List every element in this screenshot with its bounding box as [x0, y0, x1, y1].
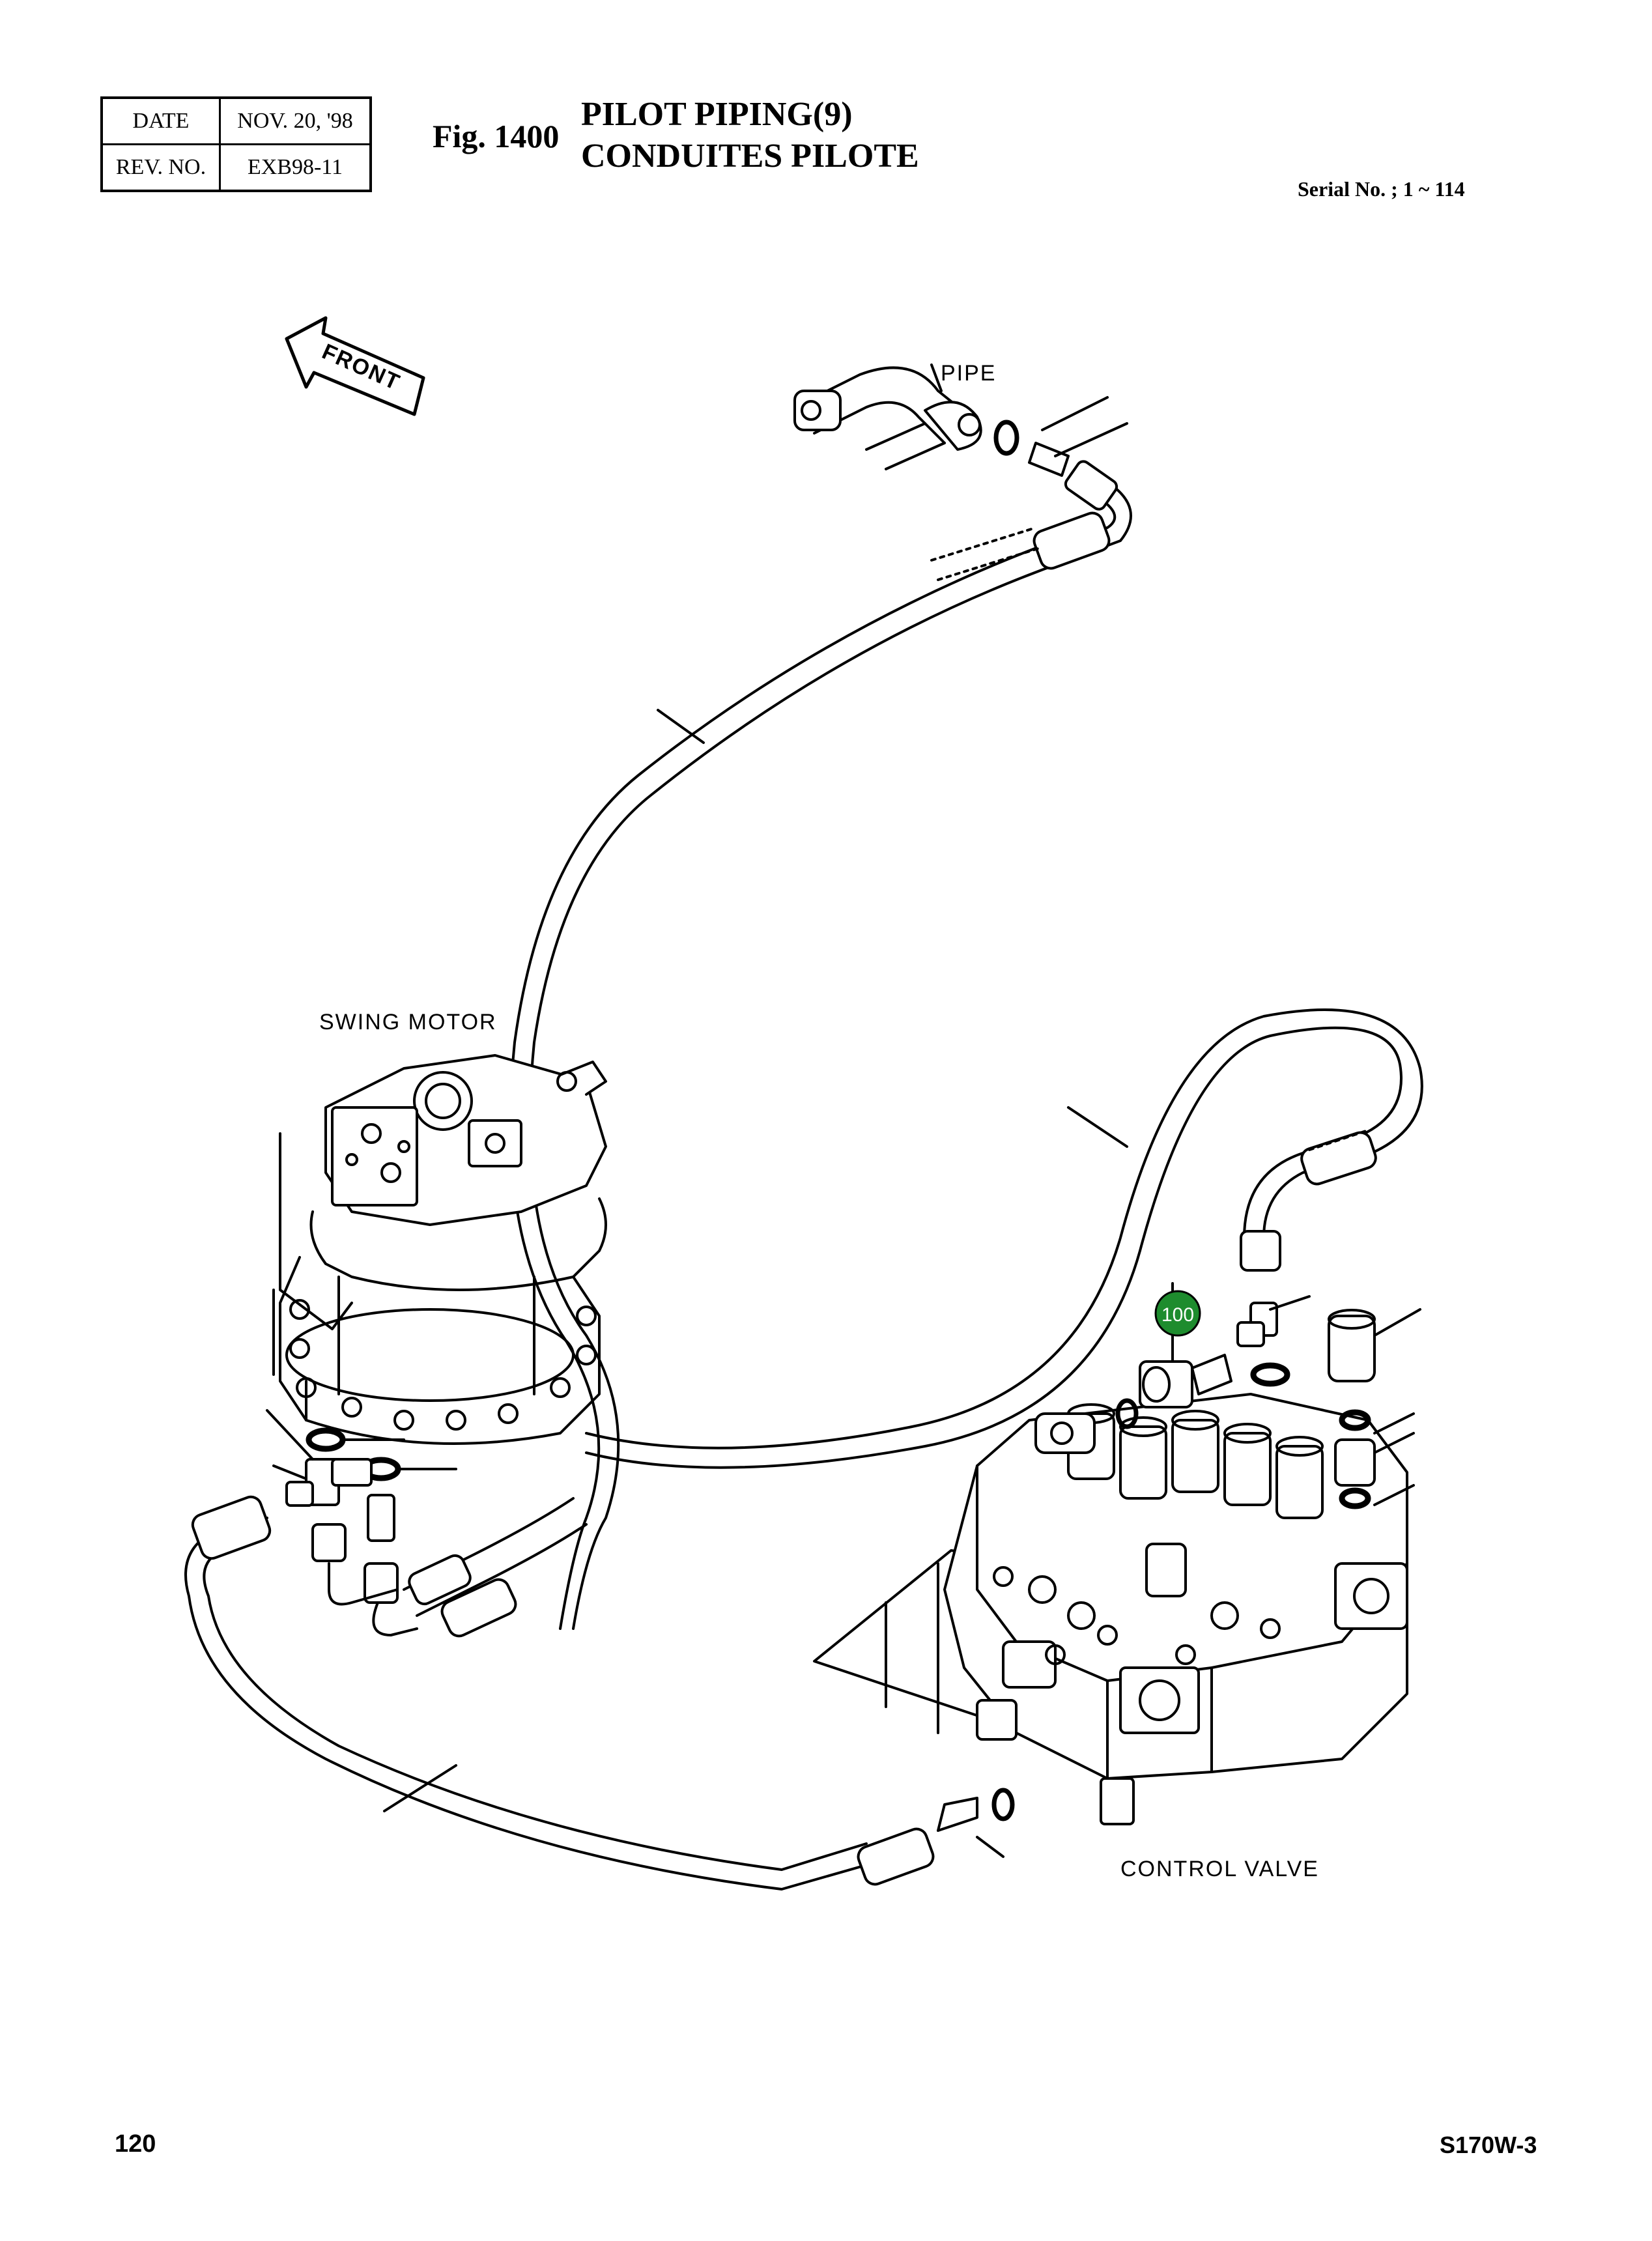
upper-hose — [509, 460, 1132, 1630]
lower-hose — [184, 1495, 1015, 1891]
page-number: 120 — [115, 2130, 156, 2158]
serial-range: Serial No. ; 1 ~ 114 — [1298, 177, 1465, 201]
rev-value: EXB98-11 — [219, 143, 372, 192]
date-value: NOV. 20, '98 — [219, 96, 372, 145]
control-valve-label: CONTROL VALVE — [1120, 1857, 1319, 1881]
pipe-label: PIPE — [941, 361, 996, 386]
swing-motor: SWING MOTOR — [272, 1010, 607, 1445]
title-english: PILOT PIPING(9) — [581, 96, 853, 133]
pipe-elbow: PIPE — [793, 361, 1128, 477]
revision-table: DATE NOV. 20, '98 REV. NO. EXB98-11 — [100, 96, 372, 192]
control-valve: CONTROL VALVE — [813, 1393, 1408, 1881]
model-code: S170W-3 — [1440, 2132, 1537, 2158]
callout-100[interactable]: 100 — [1154, 1290, 1201, 1337]
date-label: DATE — [100, 96, 221, 145]
front-arrow-icon: FRONT — [285, 316, 425, 416]
swing-motor-fittings — [266, 1409, 457, 1636]
callout-100-label: 100 — [1161, 1304, 1194, 1326]
right-hose — [585, 1008, 1423, 1469]
figure-number: Fig. 1400 — [433, 118, 560, 154]
title-french: CONDUITES PILOTE — [581, 137, 919, 175]
rev-label: REV. NO. — [100, 143, 221, 192]
swing-motor-label: SWING MOTOR — [319, 1010, 497, 1035]
